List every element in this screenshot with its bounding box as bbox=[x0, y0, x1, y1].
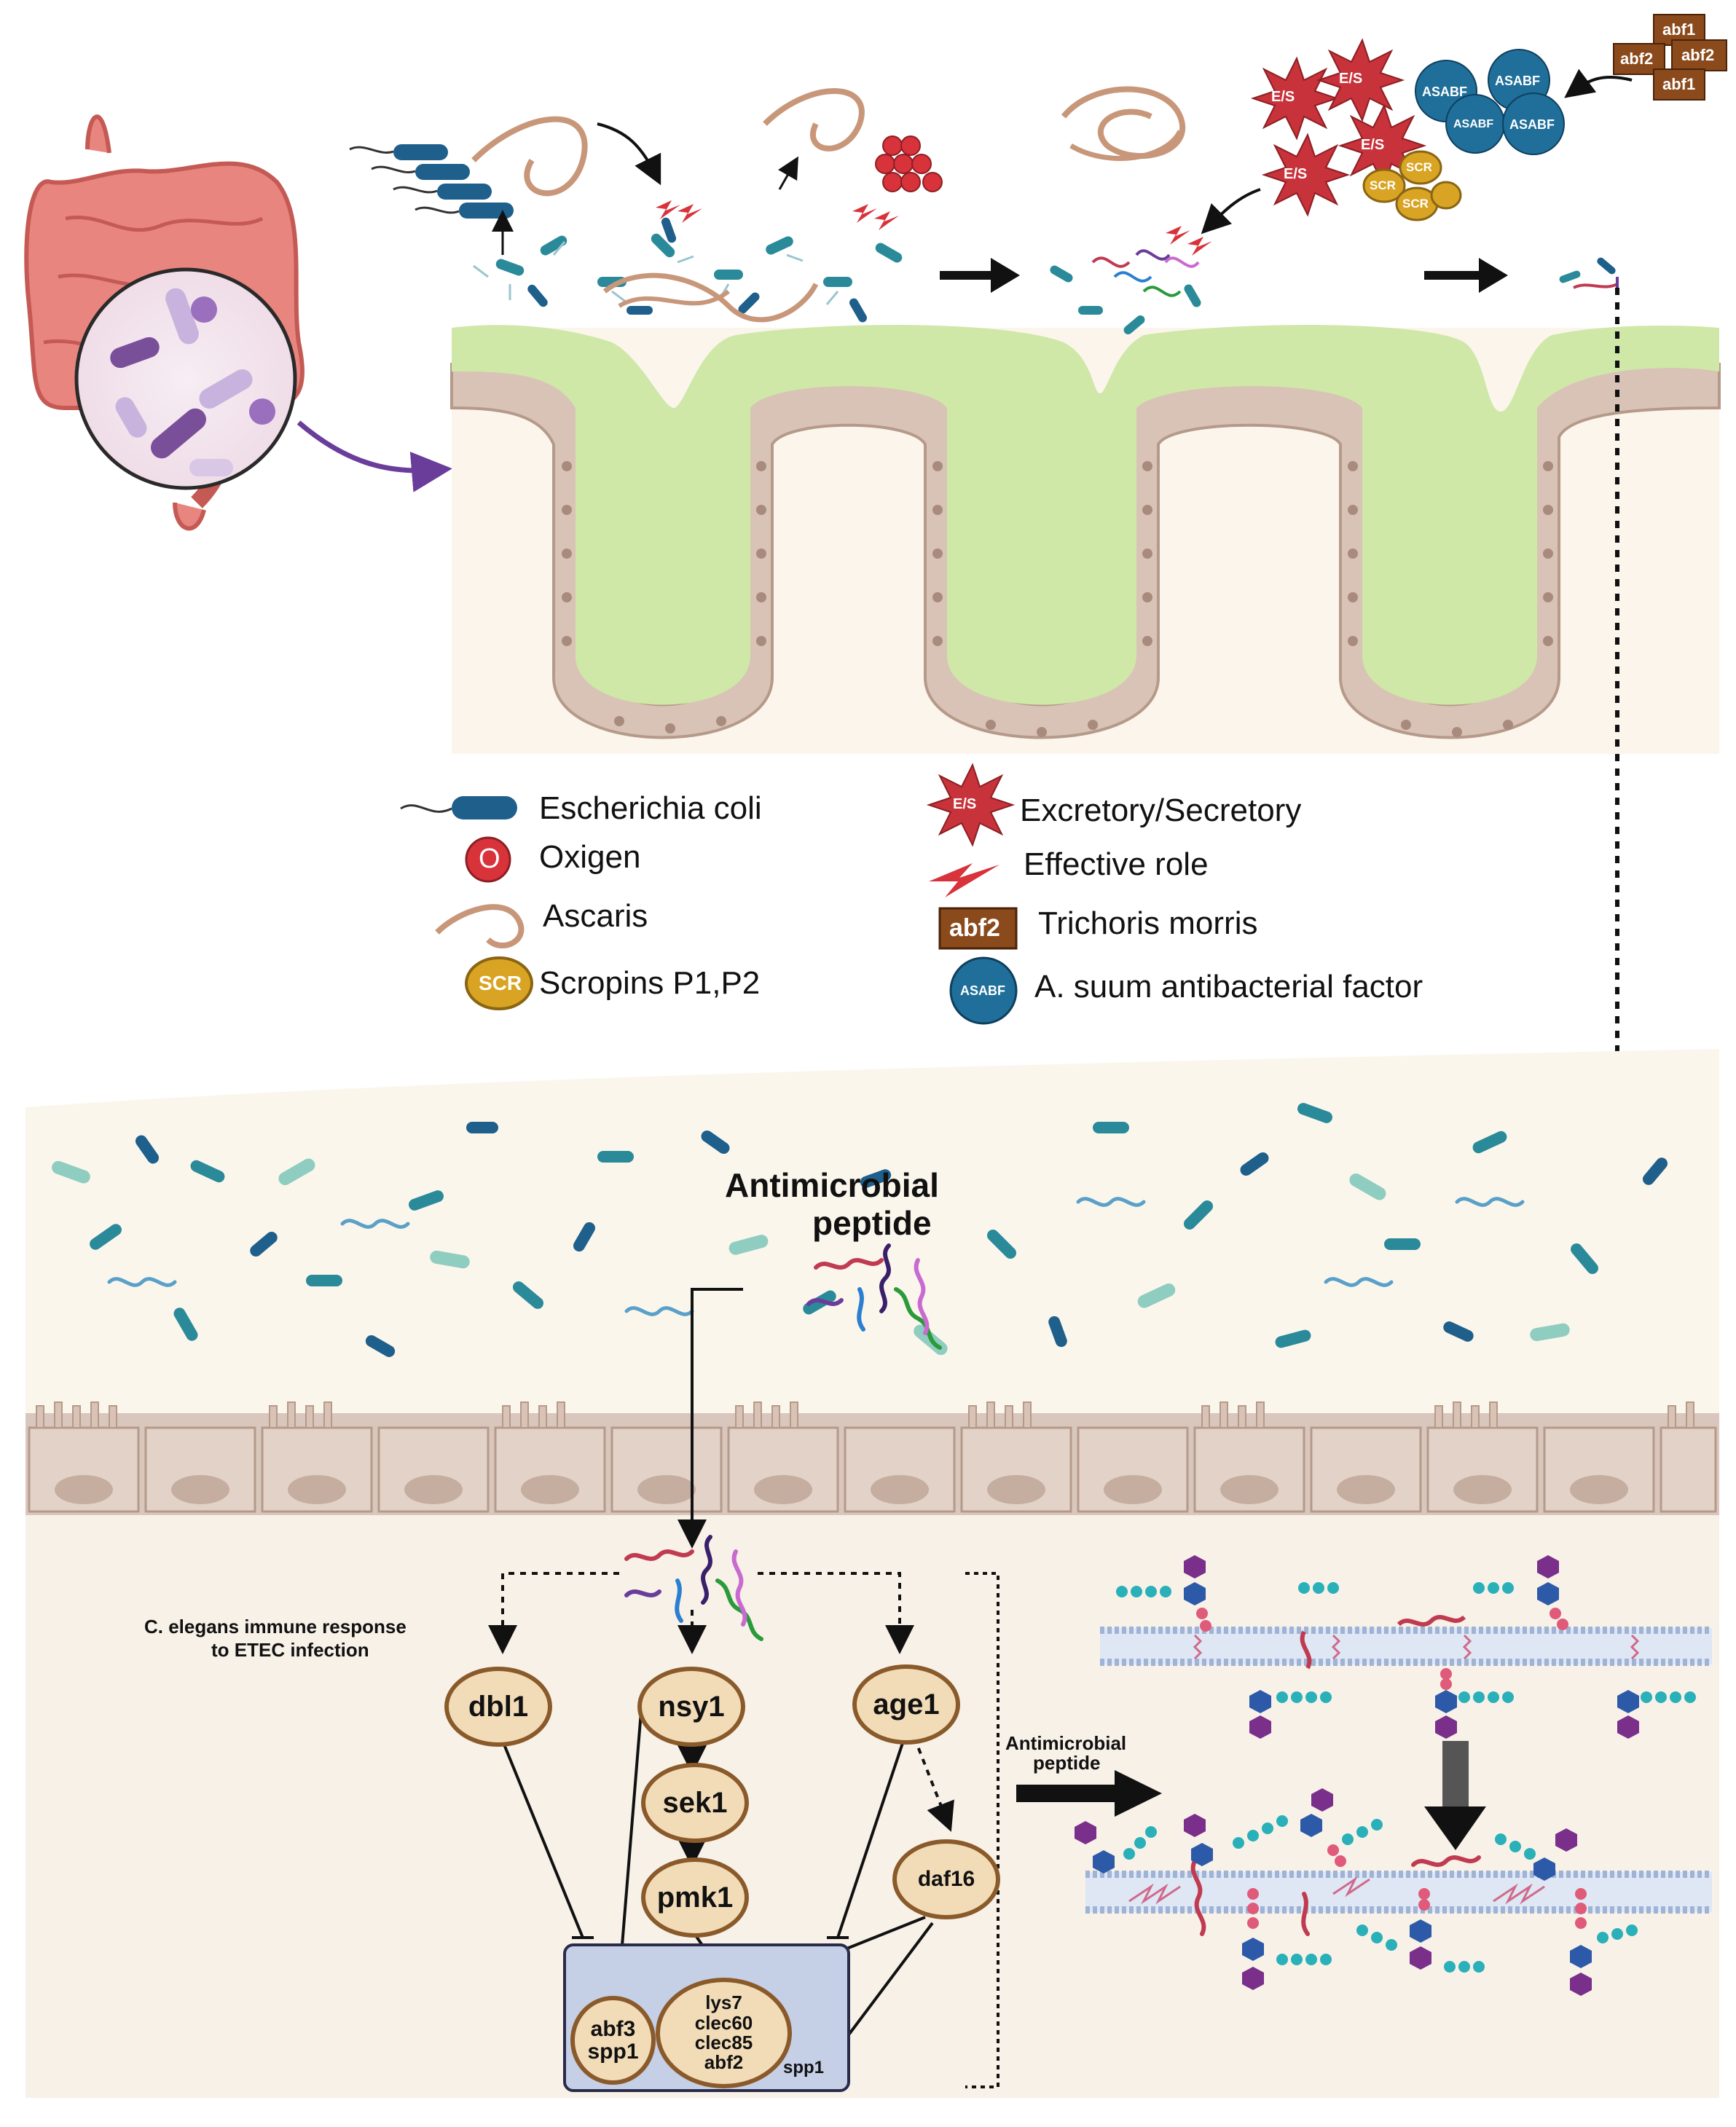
es-star-label-2: E/S bbox=[1339, 71, 1363, 87]
gene-clec85: clec85 bbox=[694, 2032, 753, 2053]
legend-icon-ecoli bbox=[400, 796, 517, 819]
response-label-line1: C. elegans immune response bbox=[144, 1616, 406, 1637]
legend-oxygen-glyph: O bbox=[479, 844, 500, 874]
amp-title-line2: peptide bbox=[812, 1204, 932, 1242]
node-nsy1: nsy1 bbox=[637, 1667, 745, 1747]
legend-icon-oxygen bbox=[465, 836, 511, 883]
es-star-label-4: E/S bbox=[1284, 166, 1308, 182]
bacteria-cluster-middle bbox=[1050, 86, 1201, 335]
legend-trichoris-label: Trichoris morris bbox=[1038, 905, 1258, 941]
amp-cluster-pathway bbox=[624, 1535, 763, 1641]
node-sek1: sek1 bbox=[641, 1763, 749, 1843]
scr-label-1: SCR bbox=[1370, 178, 1396, 192]
ascaris-worm-1 bbox=[471, 116, 588, 197]
es-star-label-3: E/S bbox=[1361, 137, 1385, 153]
node-abf3-spp1: abf3 spp1 bbox=[570, 1996, 656, 2085]
es-stars bbox=[1250, 38, 1427, 217]
amp-arrow-label-line1: Antimicrobial bbox=[1005, 1732, 1127, 1754]
legend-abf2-glyph: abf2 bbox=[949, 914, 1000, 942]
pathway-connectors bbox=[488, 1572, 954, 2078]
gene-lys7: lys7 bbox=[705, 1992, 742, 2014]
process-arrow-1 bbox=[940, 258, 1020, 293]
abf-box-label-4: abf1 bbox=[1662, 75, 1696, 93]
legend-oxygen-label: Oxigen bbox=[539, 839, 641, 875]
effective-role-bolts-top bbox=[656, 200, 1212, 256]
epithelial-cell-row bbox=[25, 1401, 1719, 1515]
legend-ascaris-label: Ascaris bbox=[543, 898, 648, 934]
node-output-genes: lys7 clec60 clec85 abf2 bbox=[656, 1978, 792, 2088]
legend-icon-effective bbox=[929, 863, 999, 897]
bacteria-cluster-left bbox=[473, 217, 903, 323]
gene-spp1-out: spp1 bbox=[783, 2058, 825, 2077]
legend-ecoli-label: Escherichia coli bbox=[539, 790, 762, 826]
scr-label-2: SCR bbox=[1406, 160, 1432, 174]
membrane-down-arrow bbox=[1424, 1741, 1486, 1850]
bacteria-field bbox=[52, 1103, 1668, 1357]
amp-arrow-label-line2: peptide bbox=[1033, 1752, 1101, 1774]
gene-abf2: abf2 bbox=[704, 2051, 744, 2074]
asabf-badges bbox=[1415, 49, 1565, 155]
bacteria-cluster-right bbox=[1559, 257, 1619, 295]
curved-arrow-es bbox=[1201, 188, 1261, 235]
abf-box-label-1: abf1 bbox=[1662, 20, 1696, 39]
small-arrow bbox=[778, 156, 798, 190]
ascaris-worm-2 bbox=[763, 88, 865, 152]
legend-scropins-label: Scropins P1,P2 bbox=[539, 965, 761, 1001]
legend-asabf-label: A. suum antibacterial factor bbox=[1034, 969, 1423, 1004]
legend-es-label: Excretory/Secretory bbox=[1020, 793, 1302, 828]
legend-icon-es bbox=[926, 763, 1016, 847]
scr-badges bbox=[1362, 150, 1462, 221]
curved-arrow-1 bbox=[597, 122, 661, 186]
legend-icon-asabf bbox=[949, 956, 1018, 1025]
node-daf16: daf16 bbox=[892, 1839, 1000, 1919]
legend-icon-abf2 bbox=[938, 907, 1018, 950]
membrane-top bbox=[1100, 1555, 1712, 1739]
gene-spp1: spp1 bbox=[587, 2040, 639, 2064]
abf-box-label-2: abf2 bbox=[1620, 50, 1654, 68]
legend-asabf-glyph: ASABF bbox=[960, 983, 1005, 998]
process-arrow-2 bbox=[1424, 258, 1508, 293]
amp-down-line bbox=[677, 1288, 743, 1549]
membrane-bottom bbox=[1075, 1788, 1712, 1996]
node-pmk1: pmk1 bbox=[641, 1857, 749, 1938]
asabf-label-3: ASABF bbox=[1453, 118, 1494, 130]
legend-es-glyph: E/S bbox=[953, 796, 977, 812]
asabf-label-2: ASABF bbox=[1495, 74, 1540, 88]
legend-effective-label: Effective role bbox=[1024, 846, 1209, 882]
lens-to-tissue-arrow bbox=[296, 420, 452, 492]
asabf-label-4: ASABF bbox=[1509, 117, 1555, 132]
scr-label-3: SCR bbox=[1402, 197, 1429, 211]
oxygen-cluster bbox=[875, 135, 943, 192]
legend-icon-ascaris bbox=[435, 904, 525, 949]
magnified-lens bbox=[74, 267, 297, 490]
node-age1: age1 bbox=[852, 1664, 960, 1745]
ecoli-stack bbox=[349, 144, 514, 255]
gene-abf3: abf3 bbox=[590, 2016, 636, 2041]
gene-clec60: clec60 bbox=[694, 2011, 753, 2034]
legend-scr-glyph: SCR bbox=[479, 972, 522, 994]
amp-cluster-lumen bbox=[806, 1243, 942, 1350]
asabf-label-1: ASABF bbox=[1422, 84, 1467, 99]
bracket-dotted bbox=[965, 1572, 999, 2088]
node-dbl1: dbl1 bbox=[444, 1667, 552, 1747]
intestinal-tissue bbox=[450, 325, 1721, 754]
abf-box-label-3: abf2 bbox=[1681, 46, 1715, 64]
response-label-line2: to ETEC infection bbox=[211, 1639, 369, 1661]
abf-boxes bbox=[1613, 14, 1727, 101]
curved-arrow-abf bbox=[1564, 68, 1633, 98]
legend-icon-scr bbox=[465, 956, 533, 1010]
amp-title-line1: Antimicrobial bbox=[725, 1166, 939, 1204]
amp-to-membrane-arrow bbox=[1016, 1770, 1162, 1817]
es-star-label-1: E/S bbox=[1271, 89, 1295, 105]
